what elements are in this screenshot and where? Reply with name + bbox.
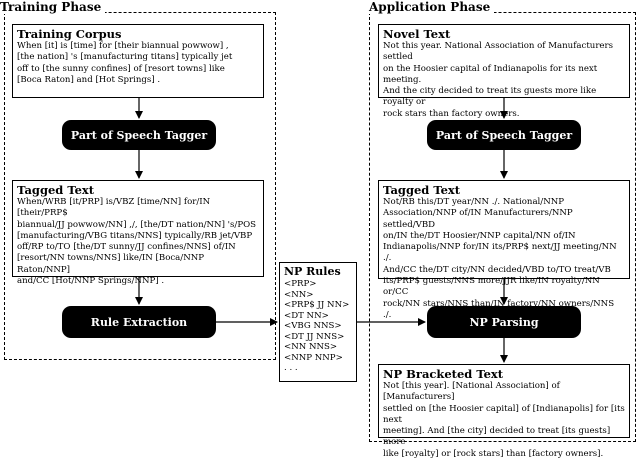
np-rule: . . . [284,363,298,373]
training-tagged-text-box: Tagged Text When/WRB [it/PRP] is/VBZ [ti… [12,180,264,286]
novel-text-box: Novel Text Not this year. National Assoc… [378,24,630,119]
np-rule: <PRP> [284,279,317,289]
application-tagged-text-title: Tagged Text [383,183,461,197]
training-pos-tagger-node: Part of Speech Tagger [62,120,216,150]
application-pos-tagger-node: Part of Speech Tagger [427,120,581,150]
training-corpus-box: Training Corpus When [it] is [time] for … [12,24,264,98]
np-rule: <DT JJ NNS> [284,331,345,342]
training-tagged-text-title: Tagged Text [17,183,95,197]
application-tagged-text-body: Not/RB this/DT year/NN ./. National/NNP … [383,197,617,320]
np-rule: <NN> [284,289,314,300]
np-rule: <NN NNS> [284,342,338,352]
np-rule: <VBG NNS> [284,321,342,331]
np-rule: <DT NN> [284,310,329,321]
training-phase-title: Training Phase [0,0,106,14]
np-rules-title: NP Rules [284,265,341,278]
rule-extraction-node: Rule Extraction [62,306,216,338]
training-corpus-text: When [it] is [time] for [their biannual … [17,41,233,85]
novel-text-title: Novel Text [383,27,451,41]
application-tagged-text-box: Tagged Text Not/RB this/DT year/NN ./. N… [378,180,630,320]
np-rule: <NNP NNP> [284,352,343,363]
application-phase-panel [369,12,636,442]
training-corpus-title: Training Corpus [17,27,122,41]
np-rules-list: <PRP> <NN> <PRP$ JJ NN> <DT NN> <VBG NNS… [284,279,352,374]
training-tagged-text-body: When/WRB [it/PRP] is/VBZ [time/NN] for/I… [17,197,257,287]
np-parsing-node: NP Parsing [427,306,581,338]
training-phase-panel [4,12,276,360]
np-rules-box: NP Rules <PRP> <NN> <PRP$ JJ NN> <DT NN>… [279,262,357,382]
flow-arrows [135,98,508,363]
np-bracketed-text-title: NP Bracketed Text [383,367,504,381]
application-phase-title: Application Phase [369,0,495,14]
np-rule: <PRP$ JJ NN> [284,300,350,310]
